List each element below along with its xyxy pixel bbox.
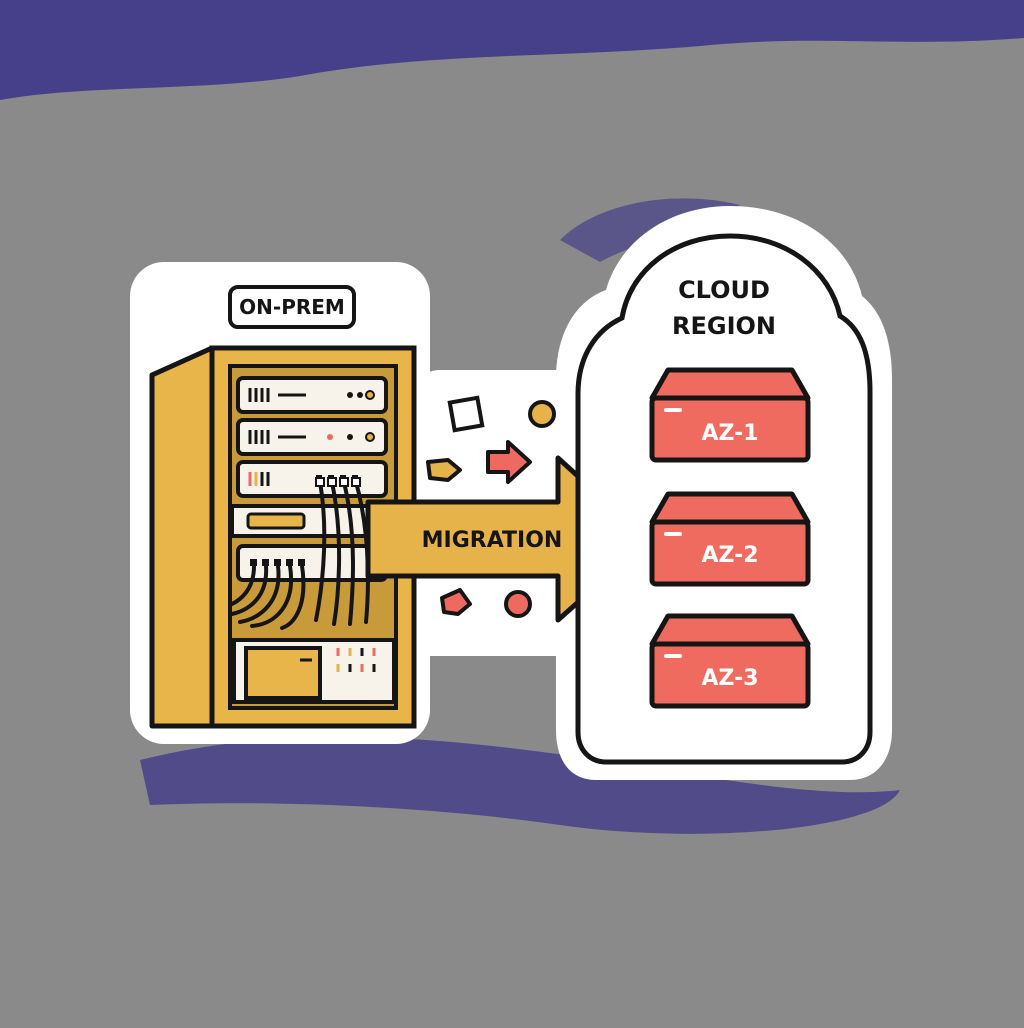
dot-particle-icon [528,400,556,428]
az-label: AZ-1 [701,421,758,446]
cable-connectors [315,477,361,487]
storage-unit [232,638,396,704]
availability-zone-az-1: AZ-1 [649,367,811,463]
arrow-particle-icon [426,458,462,482]
square-particle-icon [447,395,485,433]
cloud-region-title-line1: CLOUD [678,276,770,304]
migration-label: MIGRATION [422,528,563,553]
on-prem-label-text: ON-PREM [239,295,345,319]
arrow-particle-icon [440,588,472,616]
on-prem-label: ON-PREM [228,285,356,329]
migration-particles [426,395,556,618]
server-unit [236,418,388,456]
server-unit [236,460,388,498]
availability-zone-az-3: AZ-3 [649,613,811,709]
cloud-region-title-line2: REGION [672,312,776,340]
az-label: AZ-3 [701,666,758,691]
dot-particle-icon [504,590,532,618]
availability-zone-az-2: AZ-2 [649,491,811,587]
arrow-particle-icon [486,440,532,484]
patch-panel [236,544,388,582]
server-unit [236,376,388,414]
az-label: AZ-2 [701,543,758,568]
